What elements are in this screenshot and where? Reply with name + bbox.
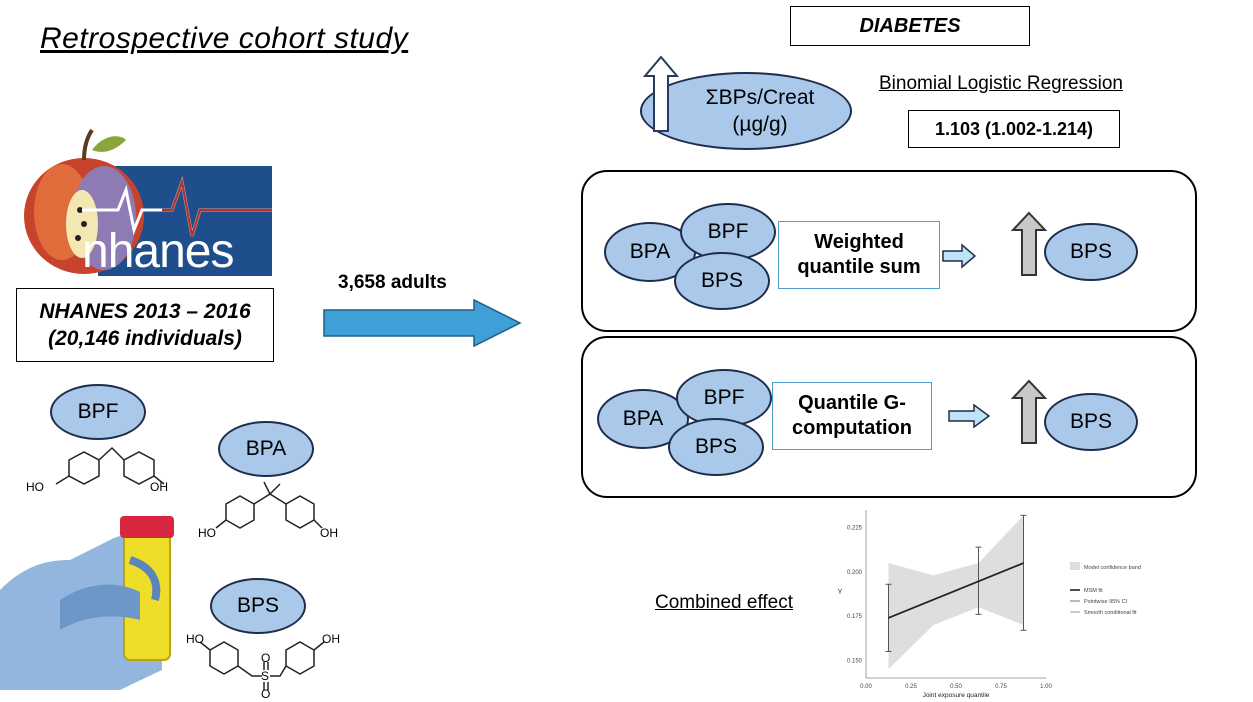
bpa-oh-right: OH: [320, 526, 338, 540]
bps-sulfur: S: [261, 669, 270, 683]
nhanes-logo-text: nhanes: [82, 225, 234, 278]
chemical-bpf: BPF: [50, 384, 146, 440]
wqs-label-line1: Weighted: [814, 231, 904, 253]
qgcomp-label-line1: Quantile G-: [798, 392, 906, 414]
study-title: Retrospective cohort study: [40, 22, 409, 55]
legend-entry: Pointwise 95% CI: [1084, 599, 1128, 605]
bpa-molecule-icon: [215, 481, 323, 529]
bps-oh-left: HO: [186, 632, 204, 646]
exposure-line2: (µg/g): [732, 113, 788, 136]
adults-count: 3,658 adults: [338, 272, 447, 293]
exposure-line1: ΣBPs/Creat: [705, 85, 815, 109]
nhanes-individuals: (20,146 individuals): [48, 327, 242, 350]
wqs-right-arrow-icon: [942, 243, 977, 269]
outcome-label: DIABETES: [859, 14, 961, 37]
legend-band-swatch: [1070, 562, 1080, 570]
bpa-oh-left: HO: [198, 526, 216, 540]
y-axis-label: Y: [838, 589, 843, 596]
urine-sample-icon: [0, 516, 174, 690]
qgcomp-label-line2: computation: [792, 417, 912, 439]
wqs-label-line2: quantile sum: [797, 256, 921, 278]
wqs-result-bps: BPS: [1044, 223, 1138, 281]
nhanes-logo: nhanes: [22, 120, 272, 278]
bps-oxygen-bottom: O: [261, 687, 271, 701]
combined-effect-chart: 0.00 0.25 0.50 0.75 1.00 0.150 0.175 0.200 0.225…: [838, 510, 1141, 699]
logistic-result: 1.103 (1.002-1.214): [934, 118, 1094, 139]
x-tick-label: 0.00: [860, 684, 872, 690]
qgcomp-result-bps: BPS: [1044, 393, 1138, 451]
bps-oxygen-top: O: [261, 651, 271, 665]
bpf-oh-right: OH: [150, 480, 168, 494]
flow-arrow: [323, 298, 522, 348]
nhanes-years: NHANES 2013 – 2016: [39, 299, 251, 323]
logistic-result-box: 1.103 (1.002-1.214): [908, 110, 1120, 148]
legend-entry: Smooth conditional fit: [1084, 610, 1137, 616]
y-tick-label: 0.175: [847, 614, 863, 620]
bps-molecule-icon: [199, 641, 325, 690]
qgcomp-method-box: Quantile G- computation: [772, 382, 932, 450]
wqs-ellipse-bps: BPS: [674, 252, 770, 310]
x-tick-label: 0.75: [995, 684, 1007, 690]
msm-fit-line: [888, 562, 1024, 619]
wqs-ellipse-bpf: BPF: [680, 203, 776, 261]
qgcomp-right-arrow-icon: [948, 403, 991, 429]
legend-entry: Model confidence band: [1084, 565, 1141, 571]
qgcomp-up-arrow-icon: [1010, 379, 1048, 444]
y-tick-label: 0.200: [847, 570, 863, 576]
bps-oh-right: OH: [322, 632, 340, 646]
x-axis-label: Joint exposure quantile: [923, 692, 990, 699]
apple-heartbeat-icon: [24, 128, 272, 276]
legend-entry: MSM fit: [1084, 588, 1103, 594]
exposure-ellipse: ΣBPs/Creat (µg/g): [640, 72, 852, 150]
qgcomp-ellipse-bps: BPS: [668, 418, 764, 476]
bpf-oh-left: HO: [26, 480, 44, 494]
outcome-box: DIABETES: [790, 6, 1030, 46]
x-tick-label: 1.00: [1040, 684, 1052, 690]
x-tick-label: 0.25: [905, 684, 917, 690]
confidence-band: [888, 515, 1024, 670]
wqs-up-arrow-icon: [1010, 211, 1048, 276]
chemical-bps: BPS: [210, 578, 306, 634]
nhanes-sample-box: NHANES 2013 – 2016 (20,146 individuals): [16, 288, 274, 362]
x-tick-label: 0.50: [950, 684, 962, 690]
wqs-method-box: Weighted quantile sum: [778, 221, 940, 289]
logistic-label: Binomial Logistic Regression: [879, 73, 1123, 94]
bpf-molecule-icon: [55, 446, 165, 485]
y-tick-label: 0.150: [847, 658, 863, 664]
chemical-bpa: BPA: [218, 421, 314, 477]
y-tick-label: 0.225: [847, 526, 863, 532]
qgcomp-ellipse-bpf: BPF: [676, 369, 772, 427]
increase-arrow-icon: [642, 55, 680, 132]
combined-effect-label: Combined effect: [655, 592, 794, 613]
